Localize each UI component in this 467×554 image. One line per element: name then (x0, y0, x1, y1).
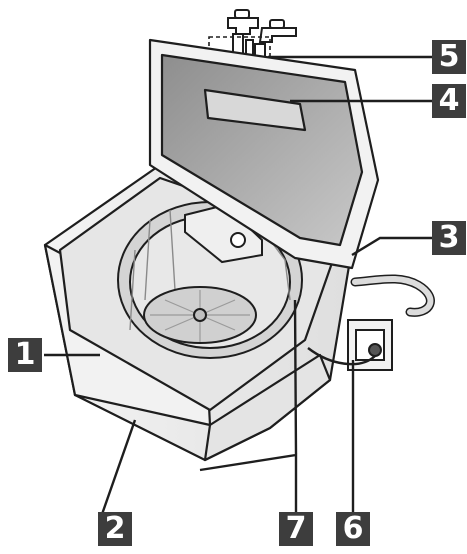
callout-badge-1: 1 (8, 338, 42, 372)
leader-lines (44, 55, 432, 521)
lid-illustration (148, 38, 380, 270)
callout-badge-2: 2 (98, 512, 132, 546)
leader-line-2 (98, 419, 137, 521)
callout-badge-7: 7 (279, 512, 313, 546)
power-outlet-illustration (307, 319, 393, 371)
callout-badge-6: 6 (336, 512, 370, 546)
callout-badge-3: 3 (432, 221, 466, 255)
leader-line-7 (199, 299, 298, 514)
callout-badge-5: 5 (432, 40, 466, 74)
callout-badge-4: 4 (432, 84, 466, 118)
leader-line-3 (351, 236, 432, 257)
